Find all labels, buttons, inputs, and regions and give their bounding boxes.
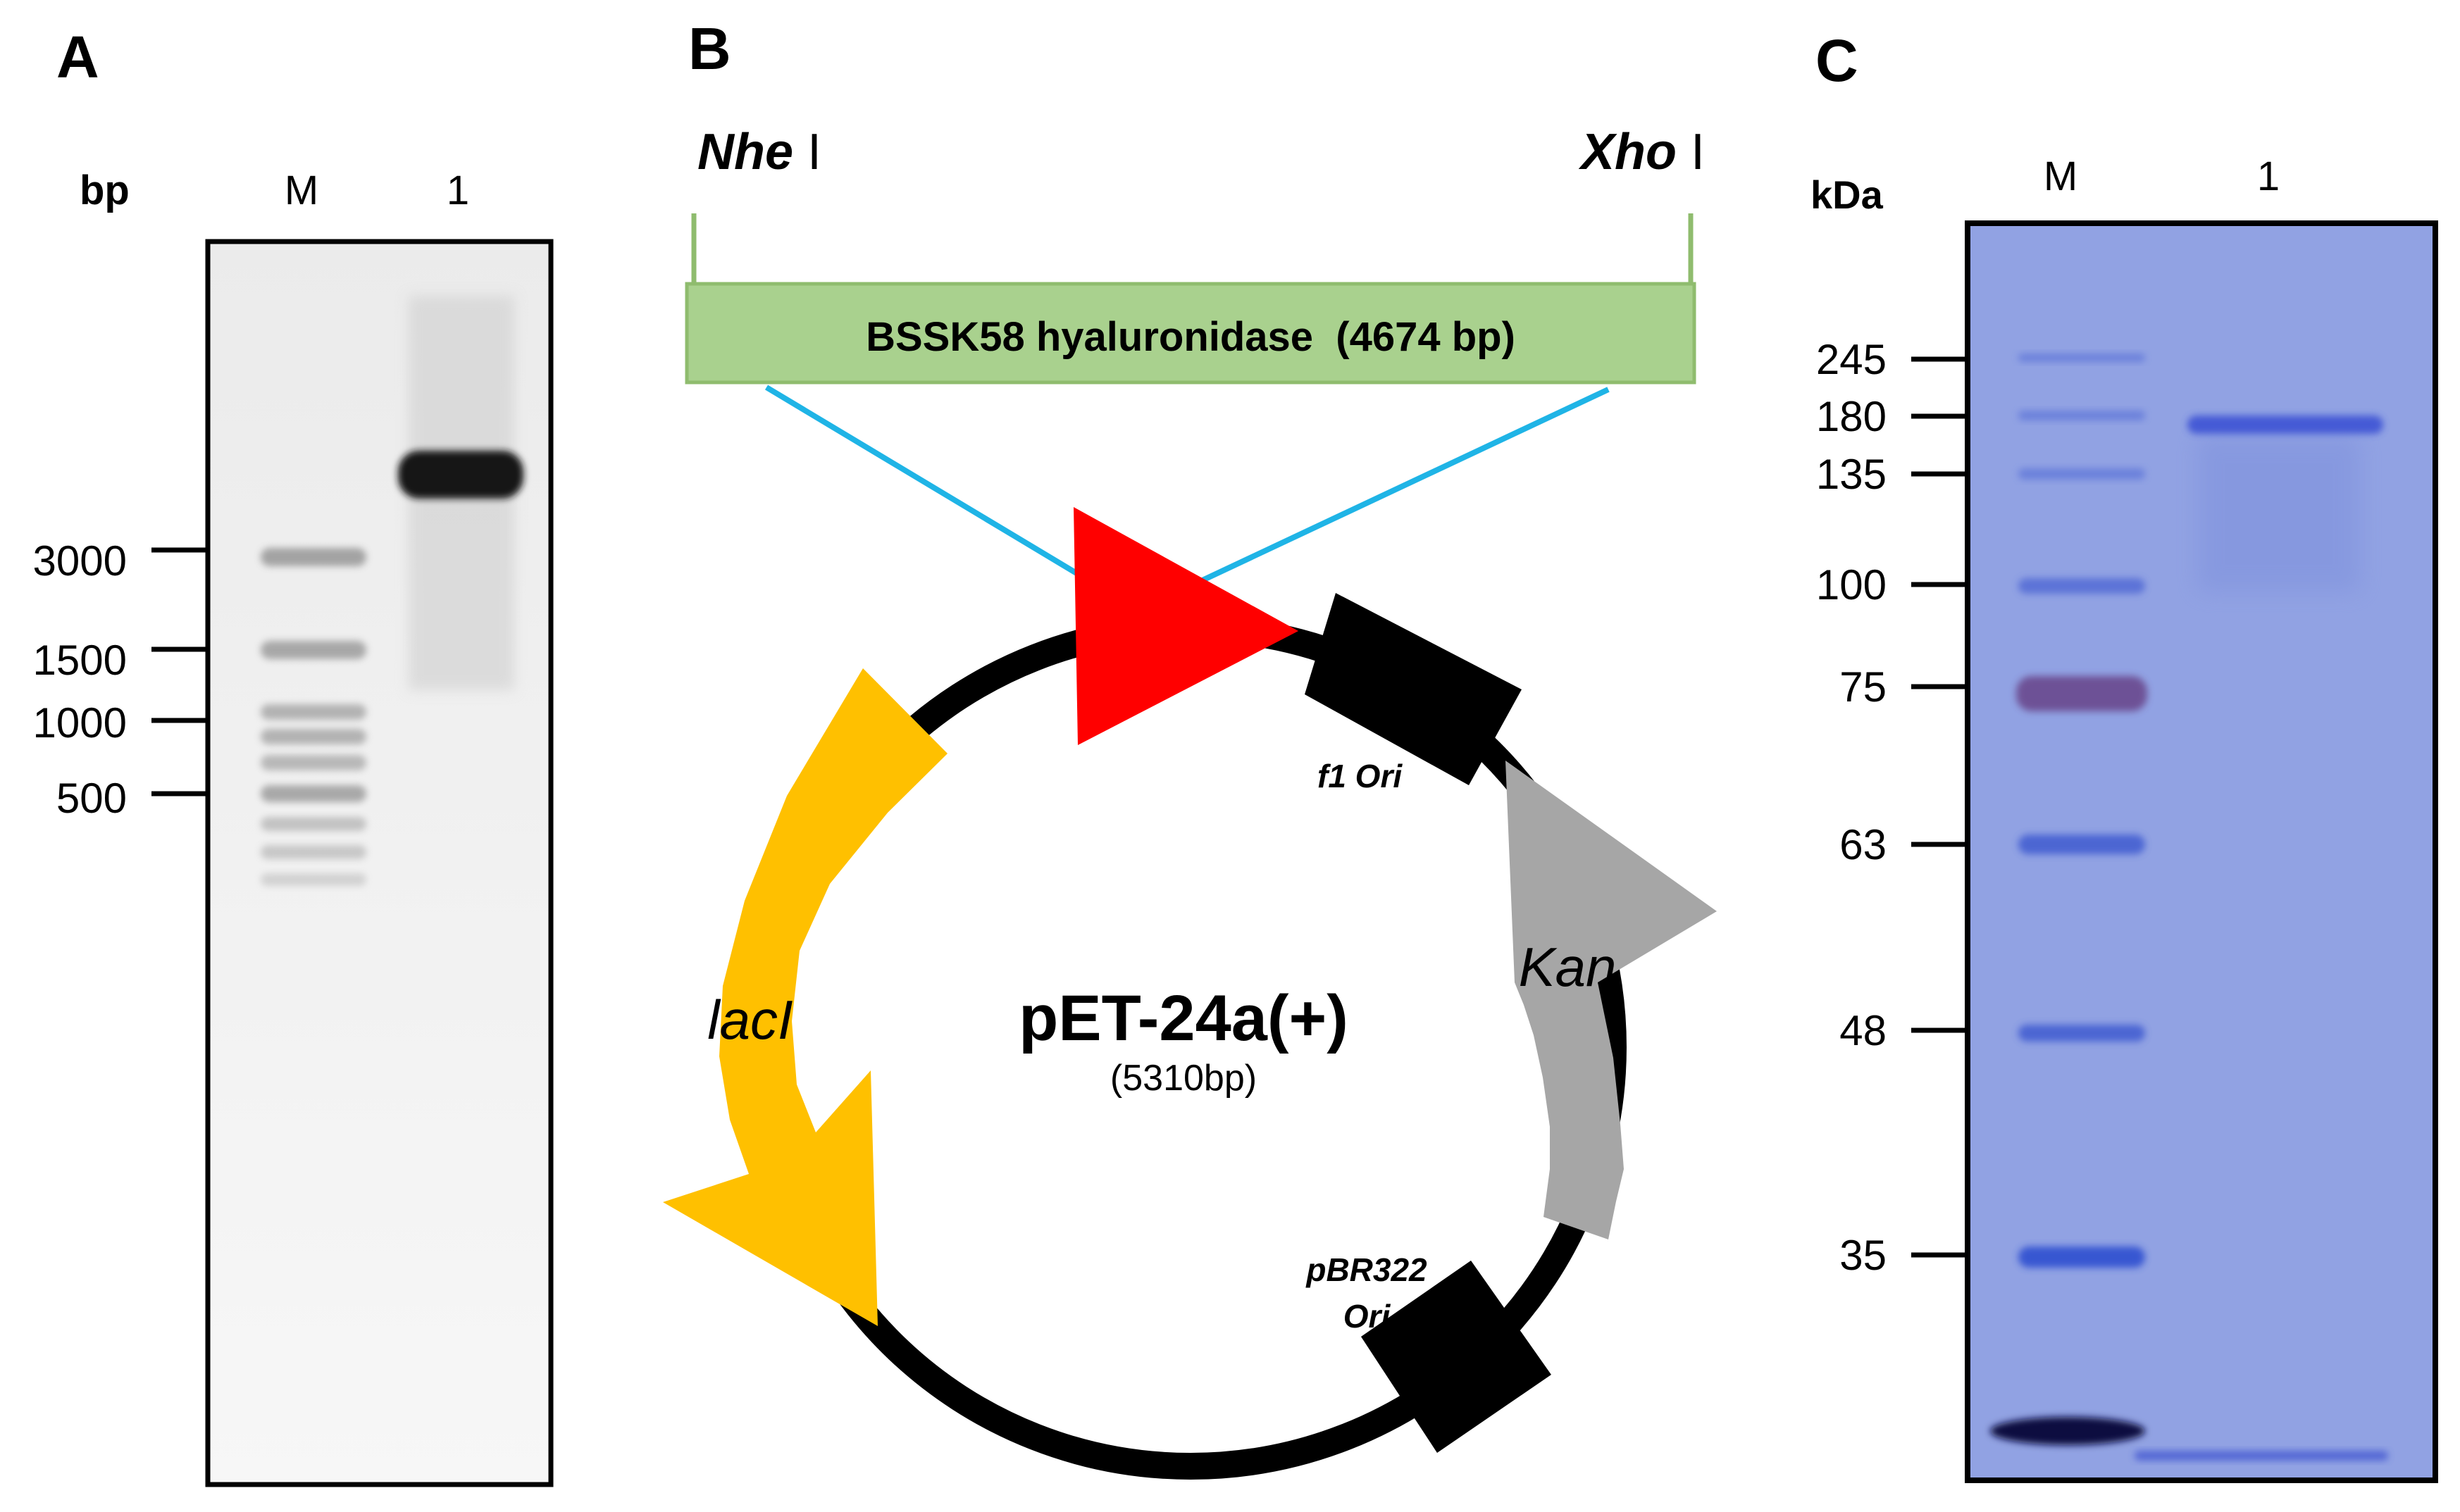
panel-a-lane-label-marker: M [285,168,318,213]
protein-marker-band [2016,676,2147,711]
marker-band [261,755,366,770]
size-label-1000: 1000 [33,699,127,746]
restriction-site-right-name: Xho [1578,124,1677,180]
protein-marker-band [2018,468,2145,480]
marker-ladder-bands [261,548,366,886]
restriction-site-left: Nhe I [697,124,821,180]
panel-c: C kDa M 1 [1810,27,2438,1483]
marker-band [261,729,366,744]
restriction-site-right: Xho I [1578,124,1705,180]
f1-ori-block [1305,593,1522,785]
kda-label-180: 180 [1816,393,1887,440]
size-label-500: 500 [56,775,127,822]
pbr322-label-line1: pBR322 [1305,1251,1427,1288]
panel-a-letter: A [56,24,99,90]
insertion-connectors [764,385,1610,602]
protein-sample-band [2187,416,2383,434]
connector-line-left [764,385,1122,602]
protein-sample-dye-front [2135,1451,2388,1461]
insert-arrow [1074,507,1298,745]
kda-label-48: 48 [1839,1007,1887,1054]
panel-c-unit-label: kDa [1810,173,1884,217]
protein-marker-band [2018,354,2145,362]
panel-a-lane-label-sample: 1 [447,168,469,213]
panel-a-size-ticks [151,547,208,796]
restriction-site-left-suffix: I [793,124,821,180]
panel-b: B Nhe I Xho I BSSK58 hyaluronidase (4674… [663,15,1717,1480]
protein-marker-bands [1990,354,2147,1445]
marker-band [261,873,366,886]
panel-c-lane-label-marker: M [2044,154,2077,199]
protein-marker-band [2018,1247,2145,1268]
size-label-3000: 3000 [33,537,127,585]
protein-marker-band [2018,1025,2145,1042]
kda-label-35: 35 [1839,1232,1887,1279]
kda-label-245: 245 [1816,336,1887,383]
marker-band [261,785,366,802]
protein-marker-band [2018,578,2145,594]
marker-band [261,845,366,859]
marker-band [261,817,366,831]
panel-c-lane-label-sample: 1 [2257,154,2280,199]
plasmid-size: (5310bp) [1110,1058,1257,1099]
restriction-site-left-name: Nhe [697,124,793,180]
panel-b-letter: B [688,15,731,82]
protein-sample-smear [2198,437,2360,592]
kda-label-135: 135 [1816,451,1887,498]
panel-c-size-ticks [1911,356,1968,1258]
insert-bracket [691,213,1694,285]
protein-sample-lane [2135,416,2388,1461]
marker-band [261,641,366,659]
sample-band [398,451,523,499]
sample-lane [398,296,523,690]
protein-marker-band [2018,835,2145,854]
kan-arrow [1505,761,1717,1239]
insert-gene-label: BSSK58 hyaluronidase (4674 bp) [866,314,1515,360]
f1-ori-label: f1 Ori [1317,758,1403,794]
marker-band [261,704,366,720]
pbr322-label-line2: Ori [1343,1298,1391,1335]
marker-band [261,548,366,566]
panel-a: A bp M 1 3000 1500 [33,24,554,1487]
size-label-1500: 1500 [33,637,127,684]
laci-label: lacI [707,989,793,1051]
laci-arrow [663,668,948,1326]
connector-line-right [1168,387,1610,599]
protein-marker-band [2018,411,2145,420]
dye-front-blot [1990,1417,2145,1445]
panel-c-letter: C [1815,27,1858,94]
plasmid-name: pET-24a(+) [1019,982,1348,1054]
panel-a-unit-label: bp [80,168,130,213]
kda-label-75: 75 [1839,663,1887,711]
pbr322-ori-block [1361,1261,1551,1453]
restriction-site-right-suffix: I [1677,124,1705,180]
kda-label-63: 63 [1839,821,1887,868]
kan-label: Kan [1519,936,1617,998]
insert-gene-box [685,282,1696,385]
kda-label-100: 100 [1816,561,1887,608]
